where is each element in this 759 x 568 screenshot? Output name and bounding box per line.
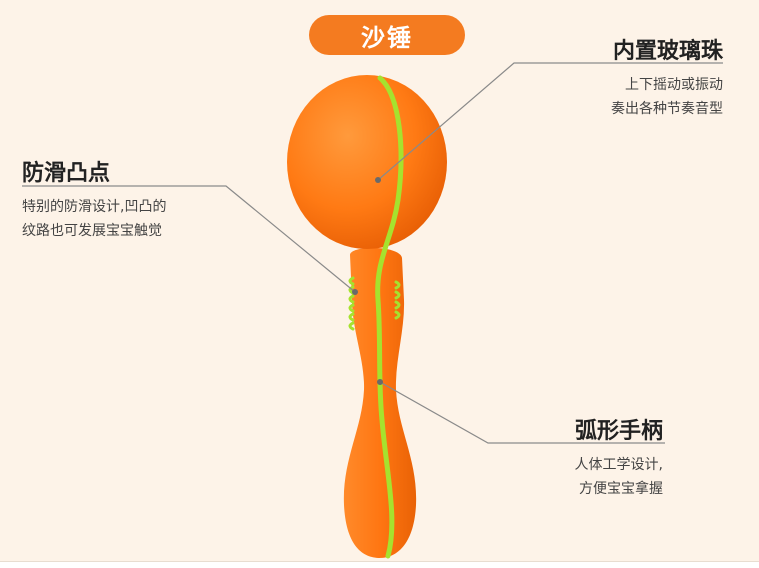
leader-line-glass-beads — [377, 62, 723, 181]
feature-line: 人体工学设计, — [574, 457, 663, 473]
leader-lines — [22, 62, 723, 444]
feature-title: 防滑凸点 — [22, 161, 111, 186]
feature-anti-slip: 防滑凸点 特别的防滑设计,凹凸的 纹路也可发展宝宝触觉 — [22, 155, 166, 243]
feature-title: 弧形手柄 — [574, 419, 663, 444]
product-label: 沙锤 — [361, 23, 413, 52]
maraca-head — [287, 75, 447, 249]
leader-line-anti-slip — [22, 185, 356, 293]
feature-glass-beads: 内置玻璃珠 上下摇动或振动 奏出各种节奏音型 — [611, 33, 723, 121]
leader-line-handle — [379, 381, 665, 444]
feature-title: 内置玻璃珠 — [612, 39, 723, 64]
feature-line: 特别的防滑设计,凹凸的 — [22, 199, 167, 215]
product-label-pill: 沙锤 — [309, 15, 465, 55]
feature-line: 方便宝宝拿握 — [579, 481, 663, 497]
leader-dots — [352, 177, 383, 385]
bottom-divider — [0, 561, 759, 568]
feature-line: 奏出各种节奏音型 — [611, 101, 723, 117]
feature-line: 上下摇动或振动 — [625, 77, 723, 93]
feature-line: 纹路也可发展宝宝触觉 — [22, 223, 162, 239]
green-stripe — [375, 75, 404, 559]
feature-handle: 弧形手柄 人体工学设计, 方便宝宝拿握 — [575, 413, 663, 501]
